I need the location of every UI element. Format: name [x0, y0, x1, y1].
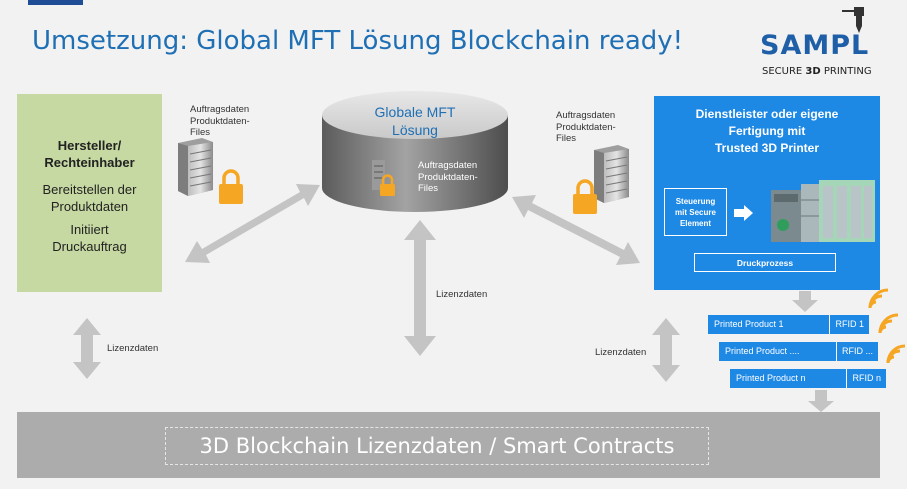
printed-product-row: Printed Product 1 RFID 1: [708, 315, 869, 334]
logo-tagline: SECURE 3D PRINTING: [762, 66, 872, 77]
license-data-label-right: Lizenzdaten: [595, 347, 647, 358]
print-process: Druckprozess: [694, 253, 836, 272]
mft-inner-label: Auftragsdaten Produktdaten- Files: [418, 160, 478, 194]
arrow-right-icon: [734, 205, 753, 221]
double-arrow-left: [185, 184, 320, 263]
database-cylinder-icon: [322, 91, 508, 212]
logo-tagline-suffix: PRINTING: [820, 66, 872, 77]
right-server-label: Auftragsdaten Produktdaten- Files: [556, 110, 616, 144]
lock-icon: [219, 169, 243, 204]
down-arrow-products: [808, 390, 834, 412]
logo-name: SAMPL: [760, 30, 870, 61]
vertical-arrow-right: [652, 318, 680, 382]
blockchain-bar: 3D Blockchain Lizenzdaten / Smart Contra…: [17, 412, 880, 478]
lock-icon: [380, 174, 395, 196]
printed-product-row: Printed Product .... RFID ...: [719, 342, 878, 361]
blockchain-label: 3D Blockchain Lizenzdaten / Smart Contra…: [165, 427, 709, 465]
rfid-tag: RFID 1: [829, 315, 869, 334]
manufacturer-initiates-order: Initiiert Druckauftrag: [52, 222, 127, 254]
secure-element-control: Steuerung mit Secure Element: [664, 188, 727, 236]
vertical-arrow-center: [404, 220, 436, 356]
mft-title: Globale MFT Lösung: [374, 104, 456, 138]
title-accent-bar: [28, 0, 83, 5]
logo-tagline-bold: 3D: [805, 66, 821, 77]
down-arrow-process: [792, 291, 818, 312]
page-title: Umsetzung: Global MFT Lösung Blockchain …: [32, 26, 684, 56]
printed-product-name: Printed Product ....: [725, 346, 800, 356]
rfid-tag: RFID ...: [836, 342, 878, 361]
printed-product-name: Printed Product 1: [714, 319, 784, 329]
vertical-arrow-left: [73, 318, 101, 379]
license-data-label-left: Lizenzdaten: [107, 343, 159, 354]
server-icon: [178, 138, 213, 196]
license-data-label-center: Lizenzdaten: [436, 289, 488, 300]
lock-icon: [573, 179, 597, 214]
logo-tagline-prefix: SECURE: [762, 66, 806, 77]
rfid-tag: RFID n: [846, 369, 886, 388]
printed-product-row: Printed Product n RFID n: [730, 369, 886, 388]
manufacturer-provide-data: Bereitstellen der Produktdaten: [42, 182, 137, 214]
service-provider-box: Dienstleister oder eigene Fertigung mit …: [654, 96, 880, 290]
wireless-signal-icon: [878, 313, 899, 334]
printer-machine-icon: [771, 180, 875, 242]
printer-nozzle-icon: [842, 7, 864, 33]
double-arrow-right: [512, 195, 640, 265]
printed-product-name: Printed Product n: [736, 373, 806, 383]
wireless-signal-icon: [886, 344, 906, 364]
left-server-label: Auftragsdaten Produktdaten- Files: [190, 104, 250, 138]
service-provider-title: Dienstleister oder eigene Fertigung mit …: [695, 107, 839, 155]
manufacturer-box: Hersteller/ Rechteinhaber Bereitstellen …: [17, 94, 162, 292]
wireless-signal-icon: [868, 288, 889, 309]
manufacturer-title: Hersteller/ Rechteinhaber: [44, 138, 135, 170]
server-icon: [594, 145, 629, 203]
